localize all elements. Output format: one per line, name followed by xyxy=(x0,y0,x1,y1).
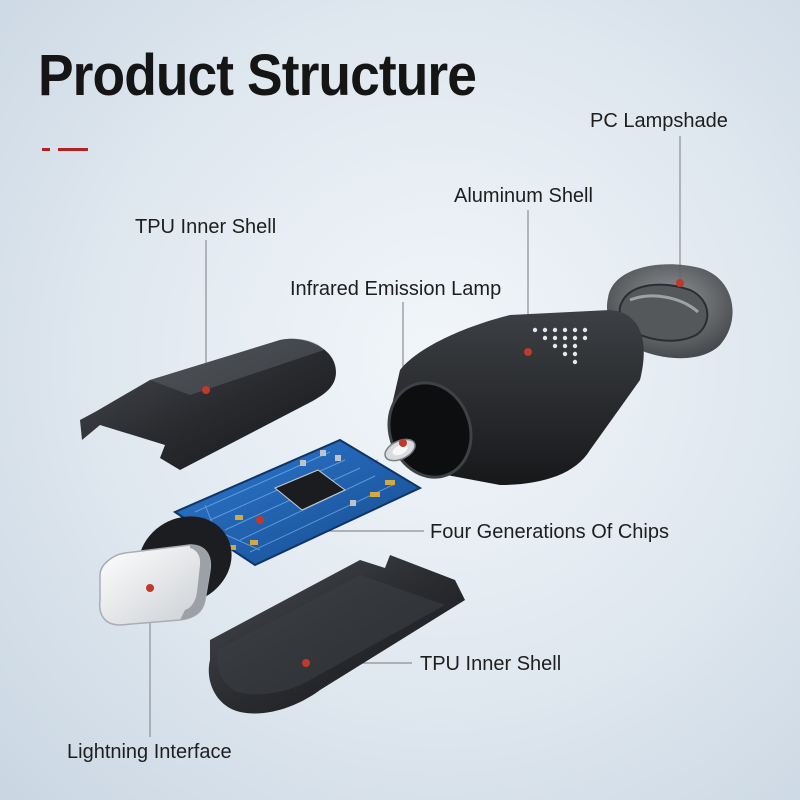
label-tpu-inner-shell-top: TPU Inner Shell xyxy=(135,216,277,238)
pointer-dot-chips xyxy=(256,516,264,524)
label-aluminum-shell: Aluminum Shell xyxy=(454,185,593,207)
label-infrared-emission-lamp: Infrared Emission Lamp xyxy=(290,278,502,300)
label-lightning-interface: Lightning Interface xyxy=(67,741,232,763)
pointer-dot-pc-lampshade xyxy=(676,279,684,287)
title-accent-dash-long xyxy=(58,148,88,151)
label-tpu-inner-shell-bottom: TPU Inner Shell xyxy=(420,653,562,675)
tpu-inner-shell-top-part xyxy=(80,338,336,470)
lightning-interface-part xyxy=(98,516,232,626)
page-title: Product Structure xyxy=(38,43,477,108)
aluminum-shell-part xyxy=(387,310,644,485)
pointer-dot-lightning-interface xyxy=(146,584,154,592)
pointer-dot-tpu-inner-shell-bottom xyxy=(302,659,310,667)
pointer-dot-infrared-lamp xyxy=(399,439,407,447)
pcb-chip-board-part xyxy=(172,438,423,567)
pointer-dot-aluminum-shell xyxy=(524,348,532,356)
label-four-generations-of-chips: Four Generations Of Chips xyxy=(430,521,669,543)
label-pc-lampshade: PC Lampshade xyxy=(590,110,728,132)
pointer-dot-tpu-inner-shell-top xyxy=(202,386,210,394)
title-accent-dash-short xyxy=(42,148,50,151)
tpu-inner-shell-bottom-part xyxy=(208,555,465,714)
